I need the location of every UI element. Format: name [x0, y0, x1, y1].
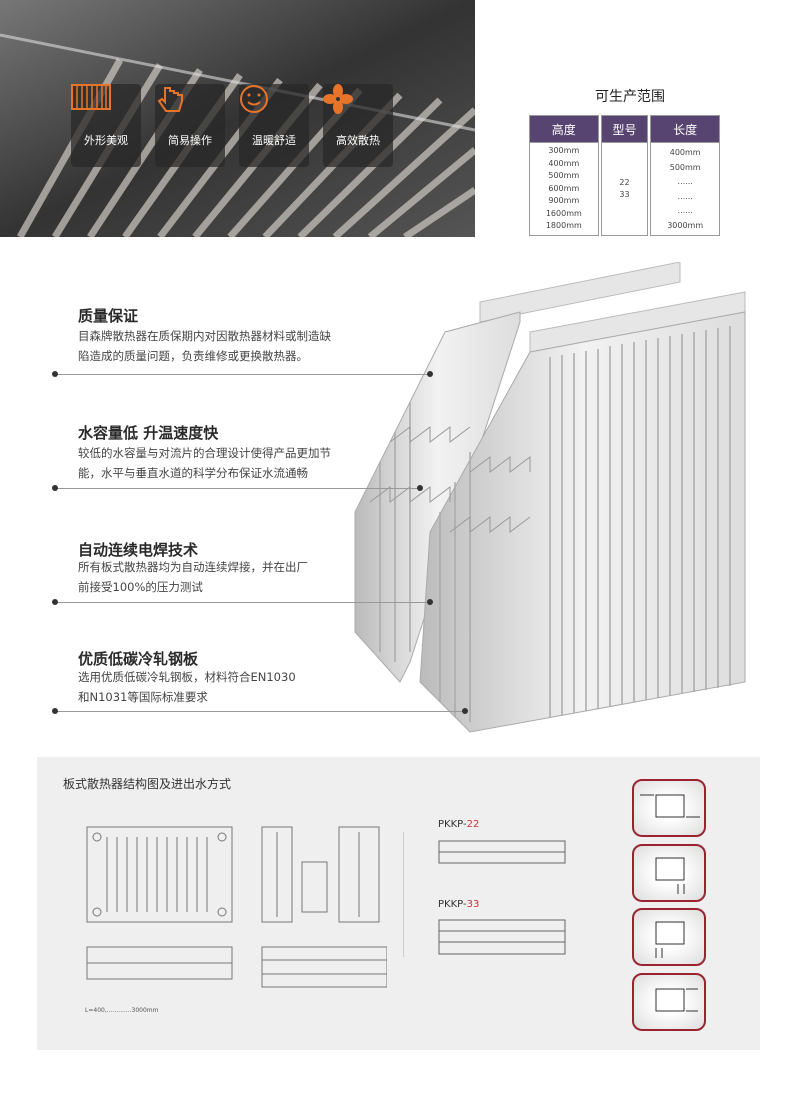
- feature-title: 质量保证: [78, 307, 139, 325]
- model-value: 33: [619, 190, 630, 199]
- smiley-icon: [240, 85, 268, 113]
- length-value: 400mm: [669, 148, 701, 157]
- header-height: 高度: [529, 115, 599, 143]
- flow-bottom-left-icon: [632, 908, 706, 966]
- feature-title: 自动连续电焊技术: [78, 541, 199, 559]
- feature-title: 水容量低 升温速度快: [78, 424, 219, 442]
- height-value: 900mm: [548, 196, 580, 206]
- callout-line: [52, 708, 468, 714]
- radiator-product-image: [354, 262, 746, 733]
- feature-label: 简易操作: [168, 134, 212, 147]
- range-title: 可生产范围: [595, 89, 665, 105]
- pkkp-22-cross-section: [438, 840, 566, 864]
- pkkp-33-cross-section: [438, 919, 566, 955]
- feature-label: 外形美观: [84, 134, 128, 147]
- length-note: L=400,.............3000mm: [85, 1007, 159, 1014]
- feature-label: 温暖舒适: [252, 134, 296, 147]
- models-cell: 22 33: [600, 143, 649, 236]
- length-value: 500mm: [669, 162, 701, 172]
- feature-title: 优质低碳冷轧钢板: [78, 650, 199, 668]
- radiator-grille-photo: [0, 0, 475, 237]
- feature-badge-comfort: 温暖舒适: [239, 84, 309, 167]
- header-length: 长度: [650, 115, 720, 143]
- radiator-icon: [71, 84, 111, 110]
- feature-badge-appearance: 外形美观: [71, 84, 141, 167]
- feature-description: 目森牌散热器在质保期内对因散热器材料或制造缺陷造成的质量问题，负责维修或更换散热…: [78, 329, 331, 363]
- technical-drawings: [86, 826, 387, 988]
- model-label-33: PKKP-33: [438, 899, 480, 910]
- flow-side-in-out-icon: [632, 779, 706, 837]
- height-value: 1800mm: [545, 221, 582, 231]
- callout-line: [52, 485, 423, 491]
- lengths-cell: 400mm 500mm ...... ...... ...... 3000mm: [650, 143, 720, 236]
- divider: [403, 832, 404, 957]
- model-value: 22: [619, 177, 630, 187]
- length-value: ......: [677, 191, 693, 201]
- heights-cell: 300mm 400mm 500mm 600mm 900mm 1600mm 180…: [529, 143, 599, 236]
- header-model: 型号: [600, 115, 649, 143]
- diagram-title: 板式散热器结构图及进出水方式: [63, 777, 232, 791]
- model-label-22: PKKP-22: [438, 819, 480, 830]
- hand-pointer-icon: [157, 87, 183, 112]
- hero-banner: 外形美观 简易操作 温暖舒适 高效散热: [0, 0, 475, 237]
- feature-description: 较低的水容量与对流片的合理设计使得产品更加节能，水平与垂直水道的科学分布保证水流…: [78, 446, 331, 480]
- feature-badge-efficiency: 高效散热: [323, 84, 393, 167]
- callout-line: [52, 599, 433, 605]
- length-value: 3000mm: [667, 220, 704, 230]
- flow-same-side-icon: [632, 973, 706, 1031]
- feature-label: 高效散热: [336, 134, 380, 147]
- length-value: ......: [677, 206, 693, 215]
- height-value: 600mm: [548, 183, 580, 193]
- callout-line: [52, 371, 433, 377]
- feature-badge-operation: 简易操作: [155, 84, 225, 167]
- length-value: ......: [677, 177, 693, 186]
- height-value: 1600mm: [545, 208, 582, 218]
- feature-description: 所有板式散热器均为自动连续焊接，并在出厂前接受100%的压力测试: [78, 560, 308, 594]
- height-value: 400mm: [548, 158, 580, 168]
- height-value: 300mm: [548, 146, 580, 156]
- structure-diagram-panel: 板式散热器结构图及进出水方式 L=400,.............3000mm…: [37, 757, 760, 1050]
- fan-icon: [323, 84, 353, 114]
- production-range-table: 高度 型号 长度 300mm 400mm 500mm 600mm 900mm 1…: [527, 115, 722, 236]
- flow-bottom-right-icon: [632, 844, 706, 902]
- height-value: 500mm: [548, 171, 580, 181]
